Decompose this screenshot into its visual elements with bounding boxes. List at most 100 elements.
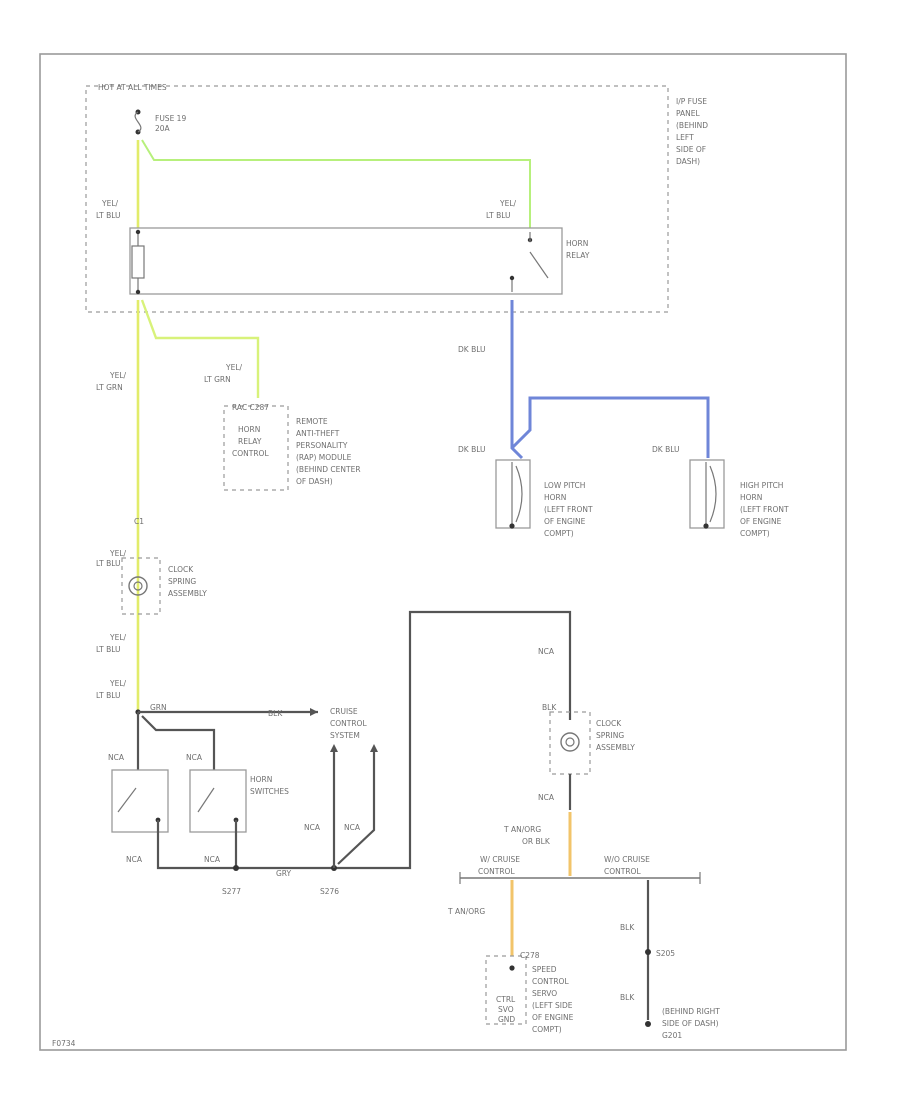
fuse-label: FUSE 19 — [155, 114, 186, 123]
clock-spring-2-core — [565, 737, 575, 747]
svg-text:SERVO: SERVO — [532, 989, 557, 998]
svg-text:(LEFT FRONT: (LEFT FRONT — [544, 505, 593, 514]
clock-spring-2-coil — [560, 732, 580, 752]
tan-org-label: T AN/ORG — [447, 907, 485, 916]
w-cruise-control-label: W/ CRUISE CONTROL — [478, 855, 520, 876]
svg-text:LEFT: LEFT — [676, 133, 694, 142]
svg-text:OF ENGINE: OF ENGINE — [544, 517, 586, 526]
c1-connector-mark: C1 — [134, 517, 144, 526]
svg-text:ANTI-THEFT: ANTI-THEFT — [296, 429, 340, 438]
svg-text:COMPT): COMPT) — [740, 529, 770, 538]
horn-switch-1-blade — [117, 787, 137, 813]
ltgrn-wire-label-2a: YEL/ — [225, 363, 242, 372]
relay-wire-left-label-2: LT BLU — [96, 211, 121, 220]
wire-dk-blu-relay-out — [510, 300, 524, 460]
wire-dk-blu-branch — [510, 396, 710, 458]
horn-switch-1-box — [111, 769, 169, 833]
relay-coil-terminal-top — [135, 229, 141, 235]
nca-label-2: NCA — [186, 753, 203, 762]
nca-label-3: NCA — [126, 855, 143, 864]
clock-spring-1-wire-below-2: LT BLU — [96, 645, 121, 654]
ground-point-dot — [645, 1021, 651, 1027]
grn-label: GRN — [150, 703, 167, 712]
ctrl-servo-label: CTRL SVO GND — [496, 995, 516, 1024]
rap-module-box — [223, 405, 289, 491]
wire-lt-grn-relay-feed — [141, 139, 531, 228]
relay-wire-right-label-2: LT BLU — [486, 211, 511, 220]
blk-ground-label-1: BLK — [620, 923, 635, 932]
svg-text:CRUISE: CRUISE — [330, 707, 358, 716]
svg-text:CONTROL: CONTROL — [330, 719, 367, 728]
remote-module-label: REMOTE ANTI-THEFT PERSONALITY (RAP) MODU… — [296, 417, 361, 486]
wire-horn-switch-return — [156, 610, 572, 870]
speed-control-servo-label: SPEED CONTROL SERVO (LEFT SIDE OF ENGINE… — [532, 965, 574, 1034]
nca-clock2-below: NCA — [538, 793, 555, 802]
clock-spring-2-box — [549, 711, 591, 775]
ground-splice-dot — [645, 949, 651, 955]
svg-text:SWITCHES: SWITCHES — [250, 787, 289, 796]
svg-text:CONTROL: CONTROL — [232, 449, 269, 458]
svg-text:COMPT): COMPT) — [532, 1025, 562, 1034]
svg-text:CLOCK: CLOCK — [596, 719, 622, 728]
tan-org-or-blk-label-2: OR BLK — [522, 837, 551, 846]
tan-org-or-blk-label-1: T AN/ORG — [503, 825, 541, 834]
ip-fuse-panel-label: I/P FUSE PANEL (BEHIND LEFT SIDE OF DASH… — [676, 97, 708, 166]
svg-text:CONTROL: CONTROL — [478, 867, 515, 876]
svg-text:(BEHIND CENTER: (BEHIND CENTER — [296, 465, 361, 474]
nca-label-4: NCA — [204, 855, 221, 864]
horn-switch-2-blade — [197, 787, 215, 813]
ground-splice-label: S205 — [656, 949, 675, 958]
dk-blu-label-3: DK BLU — [652, 445, 680, 454]
svg-text:G201: G201 — [662, 1031, 682, 1040]
high-pitch-horn-label: HIGH PITCH HORN (LEFT FRONT OF ENGINE CO… — [740, 481, 789, 538]
clock-spring-1-coil — [128, 576, 148, 596]
horn-relay-label-1: HORN — [566, 239, 588, 248]
relay-switch-contact — [509, 275, 515, 281]
svg-text:REMOTE: REMOTE — [296, 417, 328, 426]
svg-text:CLOCK: CLOCK — [168, 565, 194, 574]
svg-text:SIDE OF DASH): SIDE OF DASH) — [662, 1019, 719, 1028]
svg-text:CTRL: CTRL — [496, 995, 516, 1004]
figure-id: F0734 — [52, 1039, 76, 1048]
svg-text:LOW PITCH: LOW PITCH — [544, 481, 585, 490]
wire-grn-cruise-arrow — [310, 708, 318, 716]
dk-blu-label-1: DK BLU — [458, 345, 486, 354]
fuse-amp-label: 20A — [155, 124, 171, 133]
blk-ground-label-2: BLK — [620, 993, 635, 1002]
svg-text:SPRING: SPRING — [168, 577, 196, 586]
nca-label-1: NCA — [108, 753, 125, 762]
svg-text:(LEFT FRONT: (LEFT FRONT — [740, 505, 789, 514]
clock-spring-1-box — [121, 557, 161, 615]
ground-location-label: (BEHIND RIGHT SIDE OF DASH) G201 — [662, 1007, 720, 1040]
speed-control-servo-box — [485, 955, 527, 1025]
rac-connector-label: RAC C287 — [232, 403, 269, 412]
svg-text:OF DASH): OF DASH) — [296, 477, 333, 486]
svg-text:HORN: HORN — [740, 493, 762, 502]
relay-coil-terminal-bottom — [135, 289, 141, 295]
fuse-panel-enclosure — [85, 85, 669, 313]
svg-text:SVO: SVO — [498, 1005, 514, 1014]
clock-spring-2-label: CLOCK SPRING ASSEMBLY — [596, 719, 635, 752]
ltgrn-wire-label-1a: YEL/ — [109, 371, 126, 380]
horn-switches-label: HORN SWITCHES — [250, 775, 289, 796]
svg-text:CONTROL: CONTROL — [532, 977, 569, 986]
splice-s276-label: S276 — [320, 887, 339, 896]
svg-text:ASSEMBLY: ASSEMBLY — [596, 743, 635, 752]
high-pitch-horn-symbol — [689, 459, 725, 529]
svg-text:DASH): DASH) — [676, 157, 700, 166]
cruise-arrow-1 — [330, 744, 338, 752]
svg-text:HORN: HORN — [544, 493, 566, 502]
splice-s277-dot — [233, 865, 239, 871]
clock-spring-1-wire-below-4: LT BLU — [96, 691, 121, 700]
splice-s277-label: S277 — [222, 887, 241, 896]
horn-relay-control-label: HORN RELAY CONTROL — [232, 425, 269, 458]
clock-spring-1-wire-above-2: LT BLU — [96, 559, 121, 568]
dk-blu-label-2: DK BLU — [458, 445, 486, 454]
svg-text:HIGH PITCH: HIGH PITCH — [740, 481, 783, 490]
svg-text:SYSTEM: SYSTEM — [330, 731, 360, 740]
svg-text:(LEFT SIDE: (LEFT SIDE — [532, 1001, 573, 1010]
svg-text:SPRING: SPRING — [596, 731, 624, 740]
gry-label: GRY — [276, 869, 292, 878]
horn-relay-label-2: RELAY — [566, 251, 590, 260]
